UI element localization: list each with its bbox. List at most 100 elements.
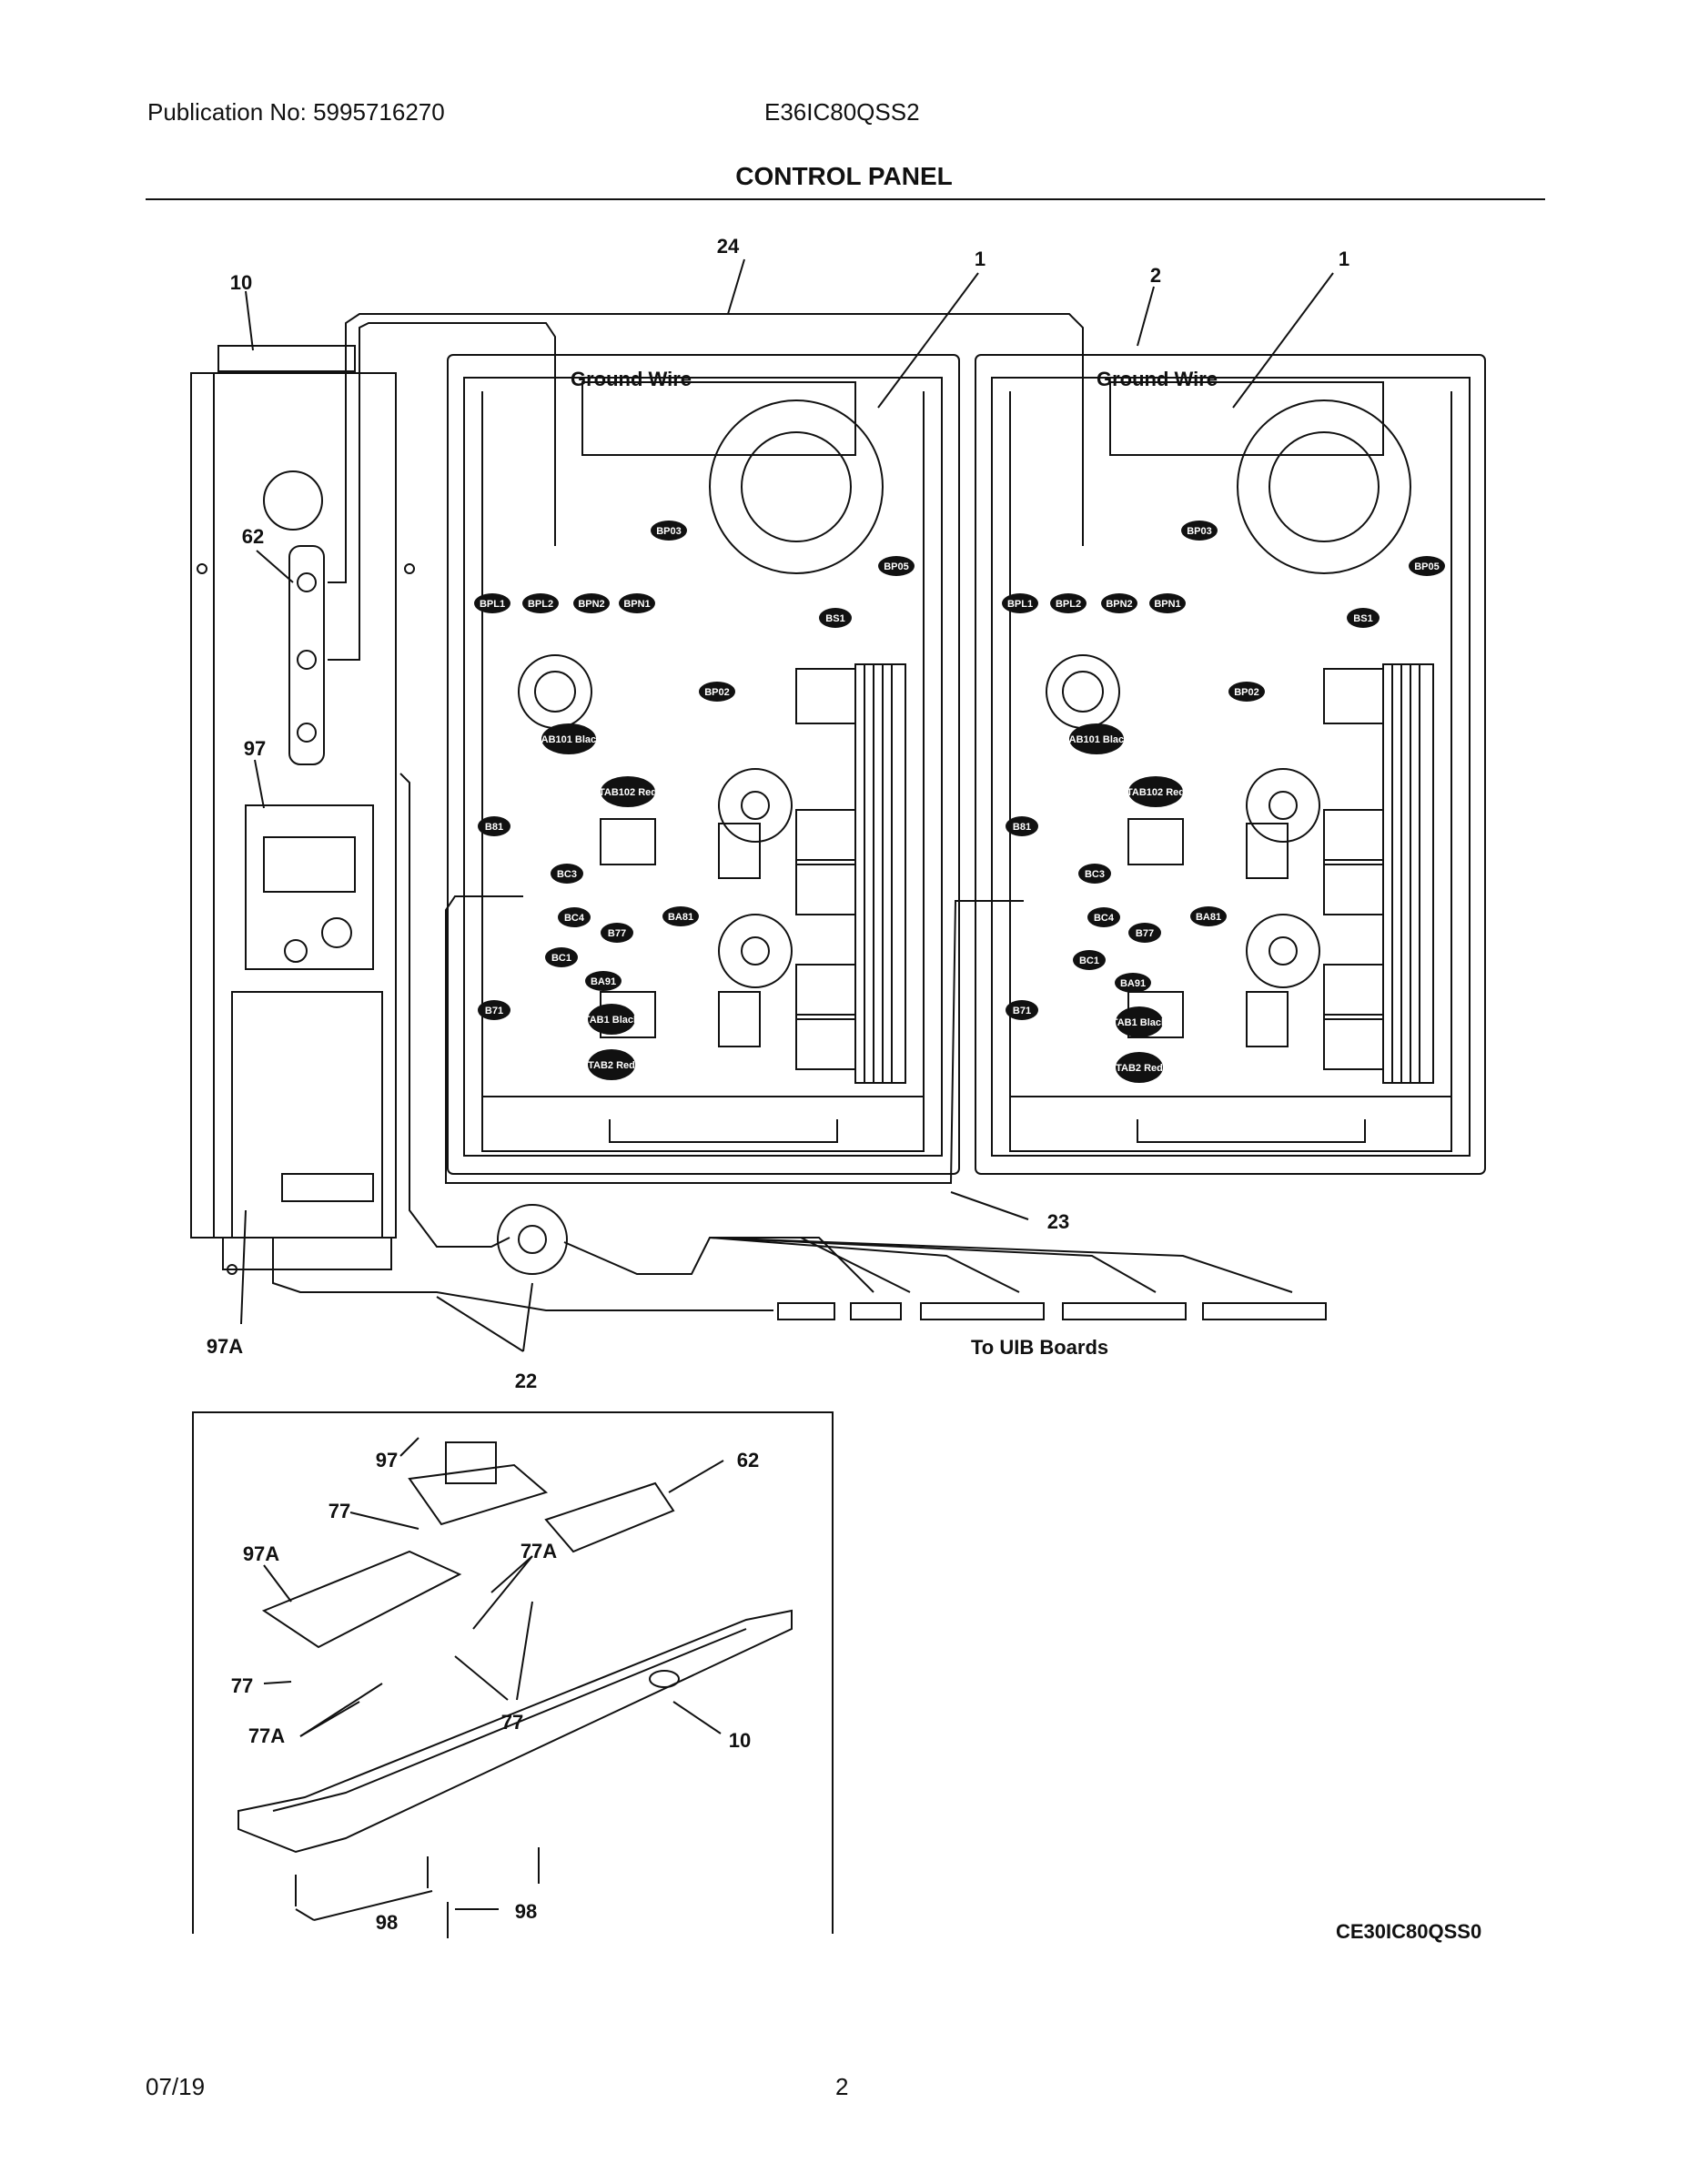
svg-text:BPN1: BPN1	[1154, 599, 1180, 610]
board-tags-right: BP03 BP05 BPL1 BPL2 BPN2 BPN1 BS1 BP02 T…	[1002, 521, 1445, 1083]
svg-text:BP03: BP03	[656, 526, 682, 537]
callout-24: 24	[717, 235, 740, 258]
svg-text:BPL1: BPL1	[1007, 599, 1033, 610]
svg-text:B81: B81	[1013, 822, 1031, 833]
tag-bp03: BP03	[651, 521, 687, 541]
svg-text:BA81: BA81	[668, 912, 693, 923]
to-uib-boards-label: To UIB Boards	[971, 1336, 1108, 1359]
tag-bpn1: BPN1	[619, 593, 655, 613]
svg-text:BP05: BP05	[1414, 561, 1440, 572]
induction-module-left	[447, 354, 960, 1175]
ground-wire-label-right: Ground Wire	[1097, 368, 1218, 390]
svg-text:BC4: BC4	[564, 913, 585, 924]
svg-text:TAB1 Black: TAB1 Black	[584, 1015, 640, 1026]
svg-text:BPL2: BPL2	[1056, 599, 1081, 610]
svg-text:BC3: BC3	[557, 869, 577, 880]
tag-bs1: BS1	[819, 608, 852, 628]
svg-text:BP02: BP02	[704, 687, 730, 698]
exploded-view-inset	[192, 1411, 834, 1938]
footer-date: 07/19	[146, 2073, 206, 2100]
svg-text:TAB2 Red: TAB2 Red	[588, 1060, 635, 1071]
tag-bp05: BP05	[878, 556, 915, 576]
svg-text:TAB101 Black: TAB101 Black	[1064, 734, 1130, 745]
svg-text:TAB102 Red: TAB102 Red	[1127, 787, 1185, 798]
uib-connectors	[777, 1302, 1327, 1320]
tag-bc4: BC4	[558, 907, 591, 927]
inset-callout-97: 97	[376, 1449, 398, 1471]
svg-text:BC3: BC3	[1085, 869, 1105, 880]
tag-bc1: BC1	[545, 947, 578, 967]
tag-bpl1: BPL1	[474, 593, 510, 613]
callout-22: 22	[515, 1370, 537, 1392]
tag-b71: B71	[1006, 1000, 1038, 1020]
tag-tab2: TAB2 Red	[588, 1049, 635, 1080]
tag-ba81: BA81	[1190, 906, 1227, 926]
tag-bp02: BP02	[1228, 682, 1265, 702]
callout-1-right: 1	[1339, 248, 1349, 270]
callout-23: 23	[1047, 1210, 1069, 1233]
title-divider	[146, 198, 1545, 200]
callout-97: 97	[244, 737, 266, 760]
svg-text:TAB1 Black: TAB1 Black	[1112, 1017, 1167, 1028]
inset-callout-77-left: 77	[231, 1674, 253, 1697]
svg-text:BS1: BS1	[825, 613, 844, 624]
tag-b71: B71	[478, 1000, 510, 1020]
tag-tab101: TAB101 Black	[1064, 723, 1130, 754]
svg-text:B71: B71	[1013, 1006, 1031, 1016]
power-supply-board-part-97	[245, 804, 374, 970]
ground-wire-label-left: Ground Wire	[571, 368, 692, 390]
tag-bp05: BP05	[1409, 556, 1445, 576]
svg-text:TAB102 Red: TAB102 Red	[599, 787, 657, 798]
tag-tab102: TAB102 Red	[599, 776, 657, 807]
svg-text:BP05: BP05	[884, 561, 909, 572]
svg-text:B77: B77	[1136, 928, 1154, 939]
callout-1-left: 1	[975, 248, 986, 270]
tag-bpn2: BPN2	[573, 593, 610, 613]
svg-text:BC1: BC1	[551, 953, 571, 964]
tag-bc3: BC3	[1078, 864, 1111, 884]
tag-tab1: TAB1 Black	[584, 1004, 640, 1035]
svg-text:BPL1: BPL1	[480, 599, 505, 610]
svg-text:BP02: BP02	[1234, 687, 1259, 698]
svg-text:TAB101 Black: TAB101 Black	[536, 734, 602, 745]
induction-module-right	[975, 354, 1486, 1175]
wire-harness-part-24	[328, 313, 1084, 661]
footer-page: 2	[835, 2073, 849, 2100]
terminal-block-part-62	[288, 545, 325, 765]
tag-ba91: BA91	[1115, 973, 1151, 993]
inset-callout-98-left: 98	[376, 1911, 398, 1934]
svg-text:BS1: BS1	[1353, 613, 1372, 624]
inset-callout-77-top: 77	[329, 1500, 350, 1522]
svg-text:BA81: BA81	[1196, 912, 1221, 923]
publication-number: Publication No: 5995716270	[147, 98, 445, 126]
svg-text:BA91: BA91	[591, 976, 616, 987]
svg-text:BA91: BA91	[1120, 978, 1146, 989]
svg-text:BPL2: BPL2	[528, 599, 553, 610]
svg-text:BP03: BP03	[1187, 526, 1212, 537]
diagram-code: CE30IC80QSS0	[1336, 1920, 1481, 1943]
tag-ba91: BA91	[585, 971, 622, 991]
wire-harness-part-22	[272, 773, 1293, 1311]
inset-callout-77a-top: 77A	[521, 1540, 557, 1562]
tag-bpl2: BPL2	[522, 593, 559, 613]
tag-tab102: TAB102 Red	[1127, 776, 1185, 807]
tag-tab1: TAB1 Black	[1112, 1006, 1167, 1037]
tag-b77: B77	[601, 923, 633, 943]
bracket-part-10	[190, 345, 415, 1275]
inset-callout-97a: 97A	[243, 1542, 279, 1565]
inset-callout-77-center: 77	[501, 1711, 523, 1734]
inset-callout-98-right: 98	[515, 1900, 537, 1923]
tag-bpn1: BPN1	[1149, 593, 1186, 613]
tag-bc3: BC3	[551, 864, 583, 884]
tag-bc4: BC4	[1087, 907, 1120, 927]
svg-text:BPN2: BPN2	[1106, 599, 1132, 610]
board-tags-left: BP03 BP05 BPL1 BPL2 BPN2 BPN1 BS1 BP02 T…	[474, 521, 915, 1080]
callout-62: 62	[242, 525, 264, 548]
svg-text:B71: B71	[485, 1006, 503, 1016]
tag-b81: B81	[1006, 816, 1038, 836]
tag-bpl2: BPL2	[1050, 593, 1087, 613]
leader-lines	[240, 258, 1334, 1352]
page-title: CONTROL PANEL	[735, 162, 953, 190]
model-number: E36IC80QSS2	[764, 98, 920, 126]
